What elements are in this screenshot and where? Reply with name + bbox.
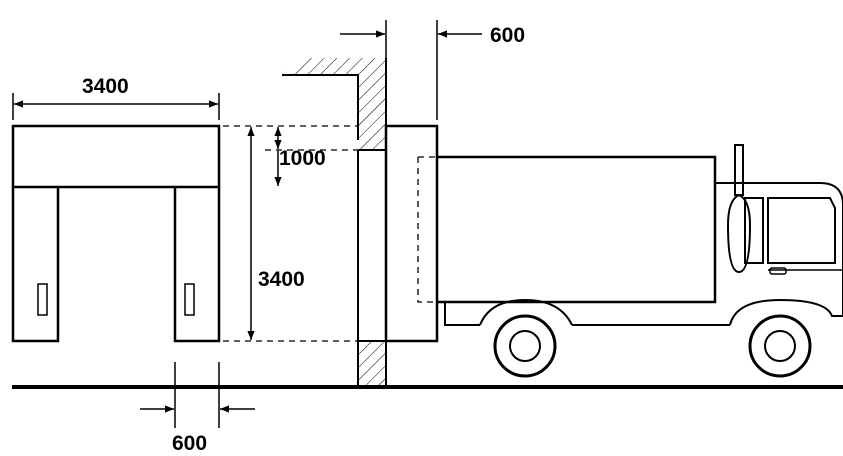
width-dimension-label: 3400 (82, 75, 129, 98)
projection-dimension-label: 600 (490, 24, 525, 47)
truck-door-handle (769, 267, 787, 275)
truck-side-window (744, 197, 764, 264)
right-curtain-slot (184, 283, 195, 316)
truck-rear-wheel (493, 314, 557, 378)
height-dimension: 3400 (223, 125, 358, 342)
truck-cargo-box (437, 155, 717, 304)
header-depth-label: 1000 (279, 147, 326, 170)
building-wall (282, 58, 387, 387)
left-curtain-slot (37, 283, 48, 316)
truck-exhaust (734, 144, 744, 196)
projection-dimension: 600 (340, 20, 525, 120)
truck-front-wheel (748, 314, 812, 378)
curtain-width-label: 600 (172, 432, 207, 455)
truck (417, 144, 843, 378)
header-depth-dimension: 1000 (265, 127, 358, 186)
shelter-left-curtain (11, 187, 60, 343)
curtain-width-dimension: 600 (140, 362, 255, 455)
width-dimension: 3400 (12, 75, 220, 120)
truck-windshield (767, 197, 836, 264)
shelter-side-frame (384, 124, 439, 343)
shelter-front-view (11, 124, 221, 343)
shelter-header (11, 124, 221, 189)
truck-cab (715, 182, 843, 326)
shelter-right-curtain (173, 187, 221, 343)
height-dimension-label: 3400 (258, 268, 305, 291)
